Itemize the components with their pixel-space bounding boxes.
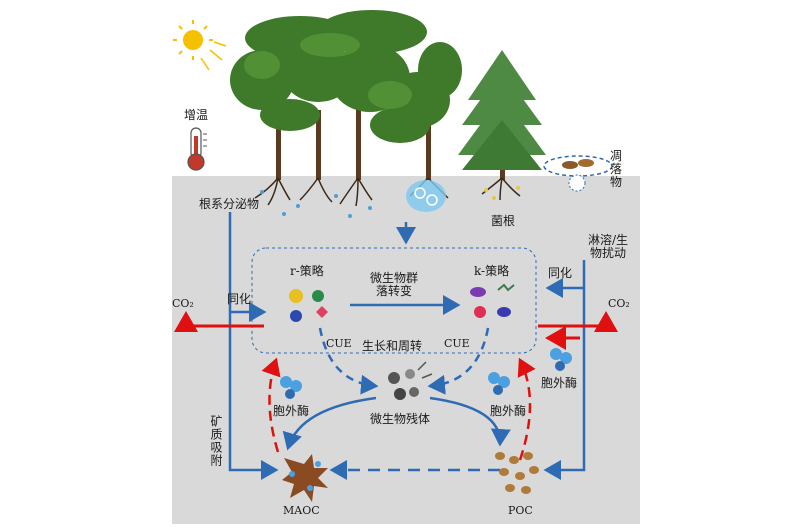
- co2-left-label: CO₂: [172, 297, 194, 310]
- mycorrhiza-glow: [406, 180, 446, 212]
- microbial-community-box: [251, 247, 537, 354]
- tree-icon: [230, 10, 462, 180]
- growth-turnover-label: 生长和周转: [362, 339, 423, 353]
- r-strategy-label: r-策略: [290, 264, 324, 278]
- root-icon: [254, 177, 521, 207]
- mycorrhiza-label: 菌根: [491, 214, 516, 228]
- assimilation-left-label: 同化: [227, 292, 252, 306]
- maoc-label: MAOC: [283, 504, 320, 517]
- flow-arrows: [228, 212, 586, 480]
- thermometer-icon: [187, 127, 207, 171]
- sun-icon: [173, 20, 227, 71]
- community-shift-label: 微生物群 落转变: [370, 271, 419, 298]
- litter-icon: [543, 155, 613, 192]
- necromass-icon: [388, 361, 433, 400]
- maoc-aggregate-icon: [282, 454, 328, 502]
- exoenzyme-left-label: 胞外酶: [273, 404, 310, 418]
- microbe-icon: [289, 289, 328, 322]
- cue-right-label: CUE: [444, 337, 470, 350]
- exudate-dots: [260, 190, 372, 218]
- warming-label: 增温: [184, 108, 209, 122]
- mycorrhiza-fungi: [484, 186, 520, 200]
- root-exudates-label: 根系分泌物: [199, 197, 260, 211]
- leach-disturb-label: 淋溶/生 物扰动: [588, 233, 629, 260]
- conifer-icon: [458, 50, 546, 180]
- poc-label: POC: [508, 504, 533, 517]
- necromass-label: 微生物残体: [370, 412, 431, 426]
- enzyme-icon: [280, 348, 572, 399]
- exoenzyme-right-label: 胞外酶: [490, 404, 527, 418]
- co2-right-label: CO₂: [608, 297, 630, 310]
- enzyme-dashed-arrows: [261, 357, 536, 461]
- exoenzyme-right-mid-label: 胞外酶: [541, 376, 578, 390]
- cue-left-label: CUE: [326, 337, 352, 350]
- poc-particles-icon: [495, 452, 539, 494]
- mineral-adsorption-label: 矿质吸附: [209, 415, 223, 467]
- microbe-icon: [470, 283, 515, 318]
- assimilation-right-label: 同化: [548, 266, 573, 280]
- co2-arrows: [174, 311, 618, 350]
- litter-label: 凋 落 物: [610, 149, 623, 189]
- k-strategy-label: k-策略: [474, 264, 510, 278]
